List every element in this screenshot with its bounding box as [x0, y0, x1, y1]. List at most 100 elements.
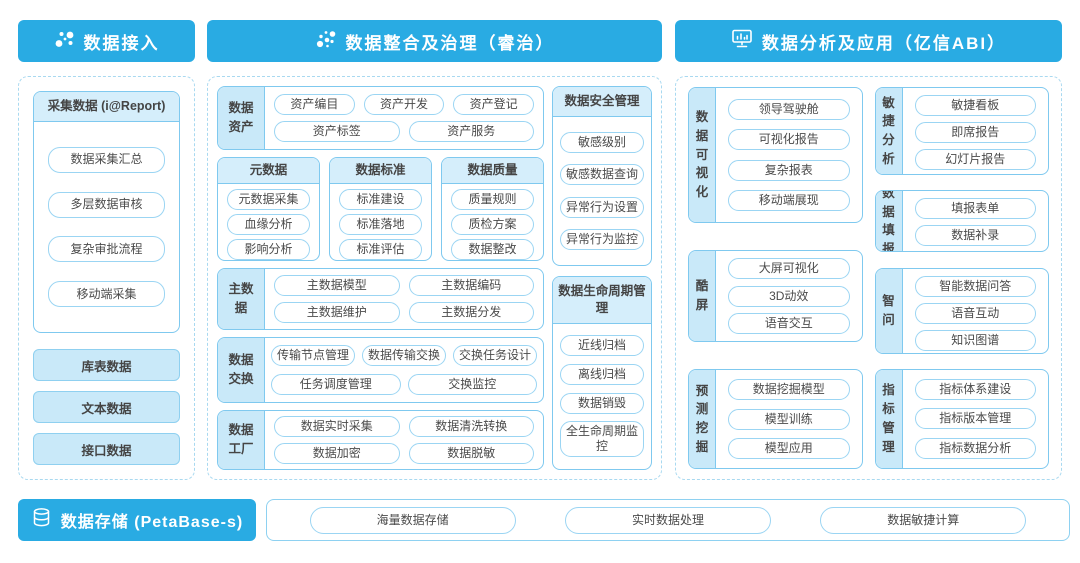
section-body: 敏捷看板 即席报告 幻灯片报告	[903, 88, 1049, 174]
module-item: 主数据维护	[274, 302, 400, 323]
module-item: 资产标签	[274, 121, 400, 143]
module-item: 数据脱敏	[408, 442, 534, 464]
module-item: 移动端展现	[728, 190, 850, 212]
network-nodes-icon	[54, 28, 75, 54]
section-body: 智能数据问答 语音互动 知识图谱	[903, 269, 1049, 353]
section-label: 主数据	[218, 269, 265, 329]
source-item: 接口数据	[33, 433, 180, 465]
section-body: 敏感级别 敏感数据查询 异常行为设置 异常行为监控	[553, 117, 651, 265]
section-title: 数据质量	[442, 158, 543, 184]
module-item: 领导驾驶舱	[728, 98, 850, 120]
section-label: 数据资产	[218, 87, 265, 149]
module-item: 任务调度管理	[271, 373, 401, 395]
section-body: 质量规则 质检方案 数据整改	[442, 184, 543, 260]
source-item: 文本数据	[33, 391, 180, 423]
item-row: 资产标签 资产服务	[274, 121, 534, 143]
module-item: 数据销毁	[560, 392, 644, 414]
module-item: 3D动效	[728, 285, 850, 307]
section-title: 元数据	[218, 158, 319, 184]
section-label: 敏捷分析	[875, 88, 903, 174]
module-item: 资产登记	[453, 93, 535, 115]
dots-cluster-icon	[315, 28, 337, 55]
storage-label: 数据存储 (PetaBase-s)	[60, 514, 244, 531]
module-item: 语音互动	[914, 302, 1036, 324]
module-item: 主数据模型	[274, 275, 400, 296]
module-item: 数据加密	[274, 442, 400, 464]
module-item: 异常行为设置	[560, 196, 644, 218]
module-item: 移动端采集	[48, 281, 165, 308]
item-row: 主数据模型 主数据编码	[274, 275, 534, 296]
module-item: 元数据采集	[227, 188, 310, 210]
item-row: 数据实时采集 数据清洗转换	[274, 416, 534, 438]
section-label: 指标管理	[875, 369, 903, 468]
module-item: 血缘分析	[227, 213, 310, 235]
section-collect-data: 采集数据 (i@Report) 数据采集汇总 多层数据审核 复杂审批流程 移动端…	[33, 91, 180, 333]
section-label: 数据交换	[218, 338, 265, 402]
section-data-asset: 数据资产 资产编目 资产开发 资产登记 资产标签 资产服务	[217, 86, 544, 150]
item-row: 数据加密 数据脱敏	[274, 442, 534, 464]
section-title: 采集数据 (i@Report)	[34, 92, 179, 122]
section-body: 数据实时采集 数据清洗转换 数据加密 数据脱敏	[265, 411, 543, 469]
module-item: 模型应用	[728, 437, 850, 459]
section-body: 指标体系建设 指标版本管理 指标数据分析	[903, 370, 1049, 468]
section-smart-qa: 智问 智能数据问答 语音互动 知识图谱	[874, 267, 1049, 354]
module-item: 数据补录	[914, 225, 1036, 247]
module-item: 数据实时采集	[274, 416, 400, 438]
module-item: 幻灯片报告	[914, 149, 1036, 170]
monitor-chart-icon	[731, 28, 753, 54]
governance-right-column: 数据安全管理 敏感级别 敏感数据查询 异常行为设置 异常行为监控 数据生命周期管…	[552, 86, 652, 470]
section-body: 标准建设 标准落地 标准评估	[330, 184, 431, 260]
module-item: 大屏可视化	[728, 258, 850, 280]
section-title: 数据标准	[330, 158, 431, 184]
module-item: 主数据编码	[408, 275, 534, 296]
section-body: 数据挖掘模型 模型训练 模型应用	[716, 370, 862, 468]
module-item: 知识图谱	[914, 329, 1036, 351]
header-data-access: 数据接入	[18, 20, 195, 62]
module-item: 资产开发	[363, 93, 445, 115]
module-item: 交换任务设计	[453, 345, 537, 367]
module-item: 数据敏捷计算	[820, 506, 1027, 534]
module-item: 模型训练	[728, 408, 850, 430]
storage-capability-box: 海量数据存储 实时数据处理 数据敏捷计算	[266, 499, 1070, 541]
module-item: 数据传输交换	[362, 345, 446, 367]
analysis-right-column: 敏捷分析 敏捷看板 即席报告 幻灯片报告 数据填报 填报表单 数据补录 智问 智…	[874, 87, 1049, 469]
module-item: 即席报告	[914, 122, 1036, 143]
section-agile-analysis: 敏捷分析 敏捷看板 即席报告 幻灯片报告	[874, 87, 1049, 175]
source-item: 库表数据	[33, 349, 180, 381]
section-body: 主数据模型 主数据编码 主数据维护 主数据分发	[265, 269, 543, 329]
section-data-visualization: 数据可视化 领导驾驶舱 可视化报告 复杂报表 移动端展现	[688, 87, 863, 223]
section-data-exchange: 数据交换 传输节点管理 数据传输交换 交换任务设计 任务调度管理 交换监控	[217, 337, 544, 403]
section-predictive-mining: 预测挖掘 数据挖掘模型 模型训练 模型应用	[688, 369, 863, 469]
module-item: 资产编目	[274, 93, 355, 115]
section-body: 大屏可视化 3D动效 语音交互	[716, 251, 862, 341]
module-item: 敏捷看板	[914, 95, 1036, 116]
section-label: 智问	[875, 268, 903, 353]
module-item: 传输节点管理	[271, 345, 355, 367]
module-item: 多层数据审核	[48, 191, 165, 218]
section-label: 酷屏	[689, 251, 716, 341]
module-item: 复杂报表	[728, 159, 850, 181]
header-label: 数据接入	[83, 33, 160, 53]
item-row: 任务调度管理 交换监控	[271, 373, 537, 395]
module-item: 实时数据处理	[564, 506, 771, 534]
item-row: 资产编目 资产开发 资产登记	[274, 93, 535, 115]
section-data-factory: 数据工厂 数据实时采集 数据清洗转换 数据加密 数据脱敏	[217, 410, 544, 470]
database-icon	[31, 507, 52, 533]
header-data-analysis: 数据分析及应用（亿信ABI）	[675, 20, 1062, 62]
panel-data-governance: 数据资产 资产编目 资产开发 资产登记 资产标签 资产服务 元数据	[207, 76, 662, 480]
item-row: 主数据维护 主数据分发	[274, 302, 534, 323]
module-item: 主数据分发	[408, 302, 534, 323]
module-item: 填报表单	[914, 198, 1036, 220]
section-metadata: 元数据 元数据采集 血缘分析 影响分析	[217, 157, 320, 261]
module-item: 海量数据存储	[309, 506, 516, 534]
header-label: 数据整合及治理（睿治）	[345, 33, 555, 53]
module-item: 影响分析	[227, 238, 310, 260]
module-item: 指标数据分析	[914, 437, 1036, 459]
section-data-security: 数据安全管理 敏感级别 敏感数据查询 异常行为设置 异常行为监控	[552, 86, 652, 266]
governance-trio-row: 元数据 元数据采集 血缘分析 影响分析 数据标准 标准建设 标准落地 标准评估	[217, 157, 544, 261]
section-body: 填报表单 数据补录	[903, 191, 1049, 251]
module-item: 质检方案	[451, 213, 534, 235]
section-label: 预测挖掘	[689, 370, 716, 468]
storage-bar: 数据存储 (PetaBase-s)	[18, 499, 256, 541]
section-body: 数据采集汇总 多层数据审核 复杂审批流程 移动端采集	[34, 122, 179, 332]
